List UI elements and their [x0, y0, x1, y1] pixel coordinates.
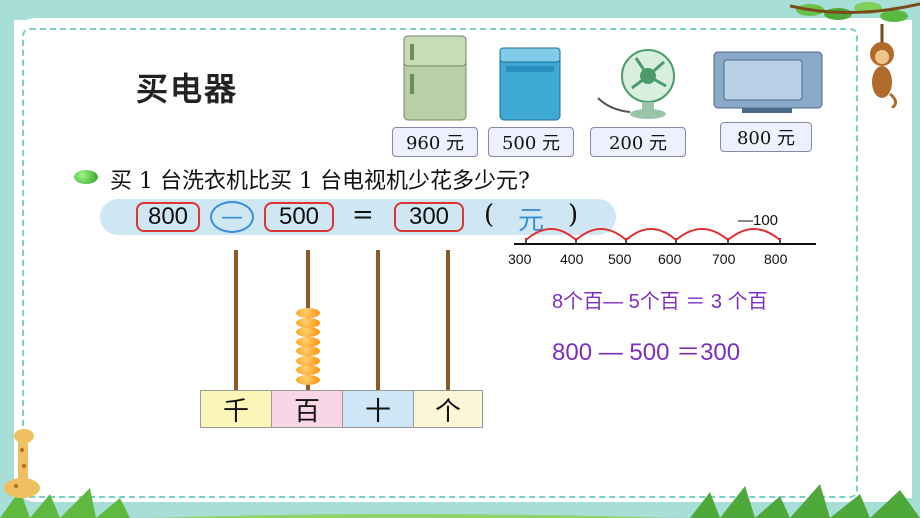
equation-result: 300 — [394, 202, 464, 232]
equation-subtrahend: 500 — [264, 202, 334, 232]
abacus-label-thousands: 千 — [200, 390, 272, 428]
equation-equals: = — [352, 200, 374, 230]
abacus-rod-thousands — [234, 250, 238, 390]
abacus-bead — [296, 374, 320, 385]
price-tag-fan: 200 元 — [590, 127, 686, 157]
monkey-icon — [870, 24, 897, 108]
price-tag-washing-machine: 500 元 — [488, 127, 574, 157]
equation-minuend: 800 — [136, 202, 200, 232]
number-line-tick-700: 700 — [712, 251, 736, 267]
frame-right — [912, 0, 920, 518]
equation-bar — [100, 199, 616, 235]
giraffe-icon — [4, 429, 40, 498]
abacus-bead — [296, 355, 320, 366]
explanation-line-1: 8个百— 5个百 ＝ 3 个百 — [552, 291, 768, 313]
number-line — [514, 228, 816, 245]
washing-machine-icon — [499, 47, 561, 121]
number-line-tick-500: 500 — [608, 251, 632, 267]
abacus-rod-tens — [376, 250, 380, 390]
price-tag-refrigerator: 960 元 — [392, 127, 478, 157]
abacus-label-tens: 十 — [342, 390, 414, 428]
frame-bottom — [0, 498, 920, 518]
unit-close-paren: ) — [568, 200, 579, 230]
dashed-border — [22, 28, 858, 498]
equation-operator: — — [210, 201, 254, 233]
abacus-bead — [296, 317, 320, 328]
number-line-step-label: —100 — [738, 212, 779, 229]
explanation-line-2: 800 — 500 ＝300 — [552, 339, 741, 366]
abacus-label-hundreds: 百 — [271, 390, 343, 428]
abacus-bead — [296, 308, 320, 318]
abacus-bead — [296, 346, 320, 356]
grass-bottom-icon — [0, 484, 920, 518]
abacus-bead — [296, 336, 320, 347]
refrigerator-icon — [403, 35, 467, 121]
abacus-label-ones: 个 — [413, 390, 483, 428]
electric-fan-icon — [597, 49, 675, 119]
frame-top — [0, 0, 920, 20]
abacus-bead — [296, 327, 320, 337]
price-tag-television: 800 元 — [720, 122, 812, 152]
television-icon — [713, 51, 823, 113]
abacus-bead — [296, 365, 320, 375]
slide-title: 买电器 — [136, 70, 239, 108]
number-line-tick-400: 400 — [560, 251, 584, 267]
number-line-tick-600: 600 — [658, 251, 682, 267]
question-bullet-icon — [74, 170, 98, 184]
leaf-decoration-top-right-icon — [790, 2, 920, 22]
number-line-tick-300: 300 — [508, 251, 532, 267]
abacus-rod-ones — [446, 250, 450, 390]
question-text: 买 1 台洗衣机比买 1 台电视机少花多少元? — [110, 169, 530, 194]
frame-left — [0, 0, 14, 518]
number-line-tick-800: 800 — [764, 251, 788, 267]
unit-open-paren: ( — [484, 200, 495, 230]
